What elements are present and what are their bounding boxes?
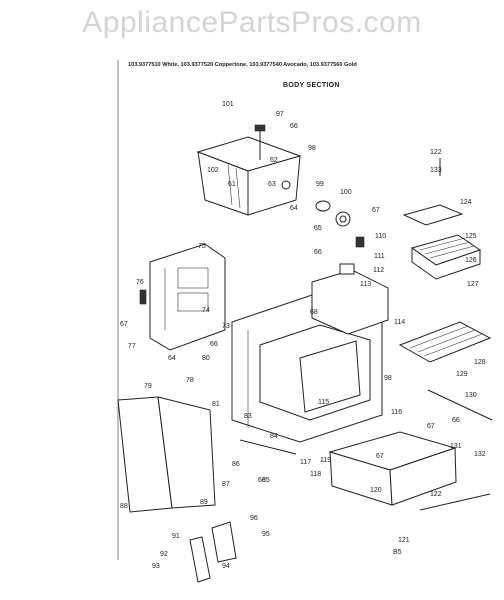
callout-126: 126	[465, 257, 477, 264]
left-side-panel-part	[139, 243, 226, 351]
callout-111: 111	[374, 253, 385, 260]
callout-66: 66	[290, 123, 298, 130]
callout-98: 98	[384, 375, 392, 382]
callout-98: 98	[308, 145, 316, 152]
callout-81: 81	[212, 401, 220, 408]
callout-66: 66	[452, 417, 460, 424]
callout-85: 85	[262, 477, 270, 484]
callout-102: 102	[207, 167, 219, 174]
callout-61: 61	[228, 181, 236, 188]
callout-63: 63	[268, 181, 276, 188]
callout-80: 80	[202, 355, 210, 362]
callout-128: 128	[474, 359, 486, 366]
callout-67: 67	[120, 321, 128, 328]
callout-labels: 101 97 66 98 102 62 61 63 99 64 100 65 67 110 66 111 112…	[120, 101, 486, 570]
callout-114: 114	[394, 319, 405, 326]
callout-62: 62	[270, 157, 278, 164]
callout-64: 64	[290, 205, 298, 212]
section-title: BODY SECTION	[283, 82, 340, 89]
callout-67: 67	[372, 207, 380, 214]
door-hinge-part	[189, 521, 237, 583]
gas-valve-part	[355, 236, 365, 248]
callout-122: 122	[430, 149, 442, 156]
broiler-pan-part	[402, 204, 482, 280]
callout-99: 99	[316, 181, 324, 188]
callout-132: 132	[474, 451, 486, 458]
callout-66: 66	[210, 341, 218, 348]
callout-112: 112	[373, 267, 384, 274]
burner-ring-part	[315, 200, 351, 227]
callout-75: 75	[198, 243, 206, 250]
callout-64: 64	[168, 355, 176, 362]
callout-97: 97	[276, 111, 284, 118]
callout-77: 77	[128, 343, 136, 350]
callout-66: 66	[258, 477, 266, 484]
strip-part	[239, 439, 297, 455]
callout-78: 78	[186, 377, 194, 384]
callout-130: 130	[465, 392, 477, 399]
callout-92: 92	[160, 551, 168, 558]
callout-65: 65	[314, 225, 322, 232]
callout-115: 115	[318, 399, 329, 406]
rail-part	[427, 389, 493, 421]
callout-74: 74	[202, 307, 210, 314]
callout-133: 133	[430, 167, 442, 174]
callout-131: 131	[450, 443, 462, 450]
callout-118: 118	[310, 471, 321, 478]
callout-117: 117	[300, 459, 311, 466]
model-numbers: 103.9377510 White, 103.9377520 Copperton…	[128, 62, 357, 68]
callout-91: 91	[172, 533, 180, 540]
callout-93: 93	[152, 563, 160, 570]
callout-89: 89	[200, 499, 208, 506]
callout-79: 79	[144, 383, 152, 390]
callout-88: 88	[120, 503, 128, 510]
callout-66: 66	[314, 249, 322, 256]
callout-76: 76	[136, 279, 144, 286]
callout-129: 129	[456, 371, 468, 378]
callout-110: 110	[375, 233, 386, 240]
callout-67: 67	[376, 453, 384, 460]
oven-body-part	[231, 269, 389, 443]
top-box-part	[196, 124, 302, 216]
callout-116: 116	[391, 409, 402, 416]
storage-drawer-part	[328, 431, 491, 511]
callout-125: 125	[465, 233, 477, 240]
oven-door-part	[117, 396, 216, 513]
callout-100: 100	[340, 189, 352, 196]
oven-rack-part	[398, 321, 492, 363]
callout-95: 95	[262, 531, 270, 538]
callout-120: 120	[370, 487, 382, 494]
bracket-part	[339, 263, 355, 275]
callout-121: 121	[398, 537, 410, 544]
callout-86: 86	[232, 461, 240, 468]
callout-127: 127	[467, 281, 479, 288]
callout-94: 94	[222, 563, 230, 570]
callout-96: 96	[250, 515, 258, 522]
page-code: B5	[393, 549, 402, 556]
callout-67: 67	[427, 423, 435, 430]
callout-73: 73	[222, 323, 230, 330]
watermark: AppliancePartsPros.com	[82, 6, 422, 39]
callout-122: 122	[430, 491, 442, 498]
callout-84: 84	[270, 433, 278, 440]
callout-87: 87	[222, 481, 230, 488]
callout-113: 113	[360, 281, 371, 288]
callout-101: 101	[222, 101, 234, 108]
callout-119: 119	[320, 457, 331, 464]
callout-124: 124	[460, 199, 472, 206]
callout-83: 83	[244, 413, 252, 420]
callout-68: 68	[310, 309, 318, 316]
